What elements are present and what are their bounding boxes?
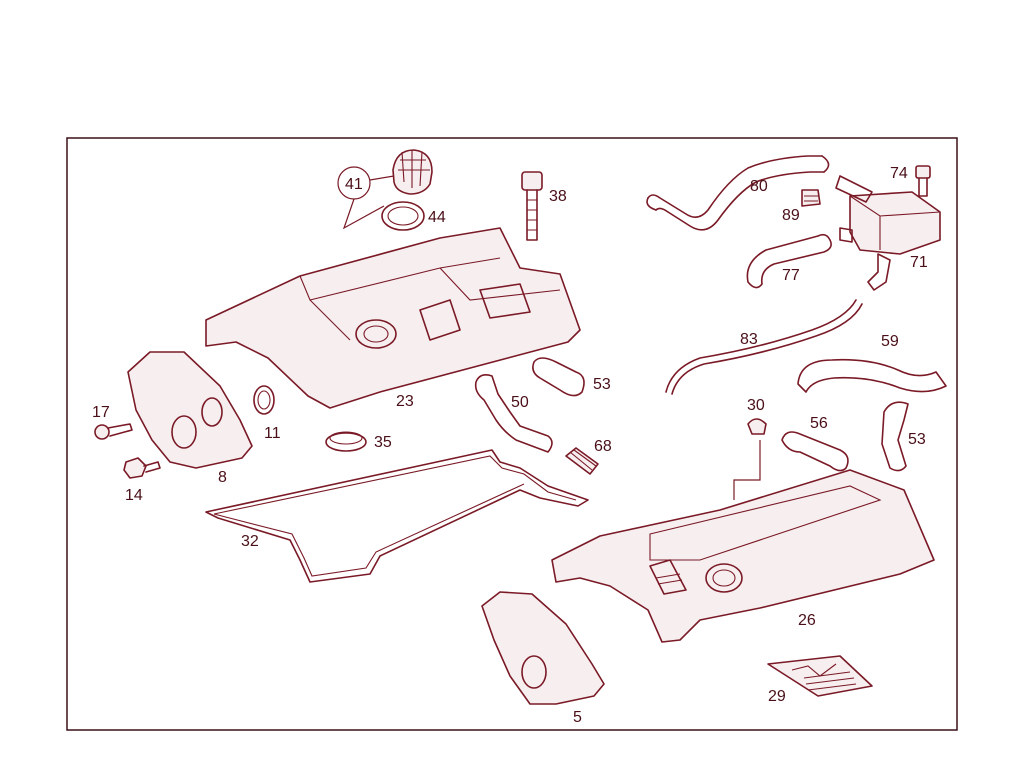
callout-83: 83: [740, 331, 758, 348]
part-44-seal-ring[interactable]: [381, 201, 425, 231]
callout-29: 29: [768, 688, 786, 705]
part-32-gasket[interactable]: [205, 449, 589, 583]
part-29-label[interactable]: [767, 655, 873, 697]
callout-53-upper: 53: [593, 376, 611, 393]
callout-8: 8: [218, 469, 227, 486]
part-83-pipe[interactable]: [665, 299, 863, 395]
callout-32: 32: [241, 533, 259, 550]
part-41-oil-filler-cap[interactable]: [392, 149, 433, 195]
callout-30: 30: [747, 397, 765, 414]
callout-68: 68: [594, 438, 612, 455]
leader-30: [733, 440, 761, 500]
callout-89: 89: [782, 207, 800, 224]
callout-71: 71: [910, 254, 928, 271]
callout-41: 41: [345, 176, 363, 193]
callout-35: 35: [374, 434, 392, 451]
callout-74: 74: [890, 165, 908, 182]
part-5-cover-plate[interactable]: [481, 591, 605, 705]
part-8-cover-plate[interactable]: [127, 351, 253, 469]
part-35-grommet[interactable]: [325, 431, 367, 452]
part-53-elbow-lower[interactable]: [881, 401, 909, 472]
part-77-hose[interactable]: [746, 233, 832, 289]
callout-59: 59: [881, 333, 899, 350]
part-53-elbow-upper[interactable]: [532, 357, 585, 397]
part-59-hose[interactable]: [797, 358, 947, 393]
part-30-plug[interactable]: [747, 418, 767, 435]
part-14-bolt[interactable]: [123, 457, 161, 479]
callout-5: 5: [573, 709, 582, 726]
part-68-connector[interactable]: [565, 447, 599, 475]
callout-11: 11: [264, 425, 281, 442]
part-23-cylinder-head-cover[interactable]: [205, 227, 581, 409]
part-17-bolt[interactable]: [94, 423, 133, 440]
part-71-oil-separator[interactable]: [835, 175, 941, 291]
callout-17: 17: [92, 404, 110, 421]
part-26-cylinder-head-cover-lower[interactable]: [551, 469, 935, 643]
part-89-plug[interactable]: [801, 189, 821, 207]
part-11-o-ring[interactable]: [253, 385, 275, 415]
part-50-hose[interactable]: [474, 374, 553, 453]
callout-23: 23: [396, 393, 414, 410]
callout-50: 50: [511, 394, 529, 411]
part-80-vent-hose[interactable]: [646, 155, 830, 231]
callout-77: 77: [782, 267, 800, 284]
part-56-elbow[interactable]: [781, 431, 849, 472]
callout-38: 38: [549, 188, 567, 205]
callout-14: 14: [125, 487, 143, 504]
part-38-bolt[interactable]: [521, 171, 543, 241]
callout-44: 44: [428, 209, 446, 226]
callout-26: 26: [798, 612, 816, 629]
part-74-screw[interactable]: [915, 165, 931, 197]
callout-53-lower: 53: [908, 431, 926, 448]
leader-41: [342, 175, 395, 230]
diagram-frame: [66, 137, 958, 731]
callout-80: 80: [750, 178, 768, 195]
callout-56: 56: [810, 415, 828, 432]
